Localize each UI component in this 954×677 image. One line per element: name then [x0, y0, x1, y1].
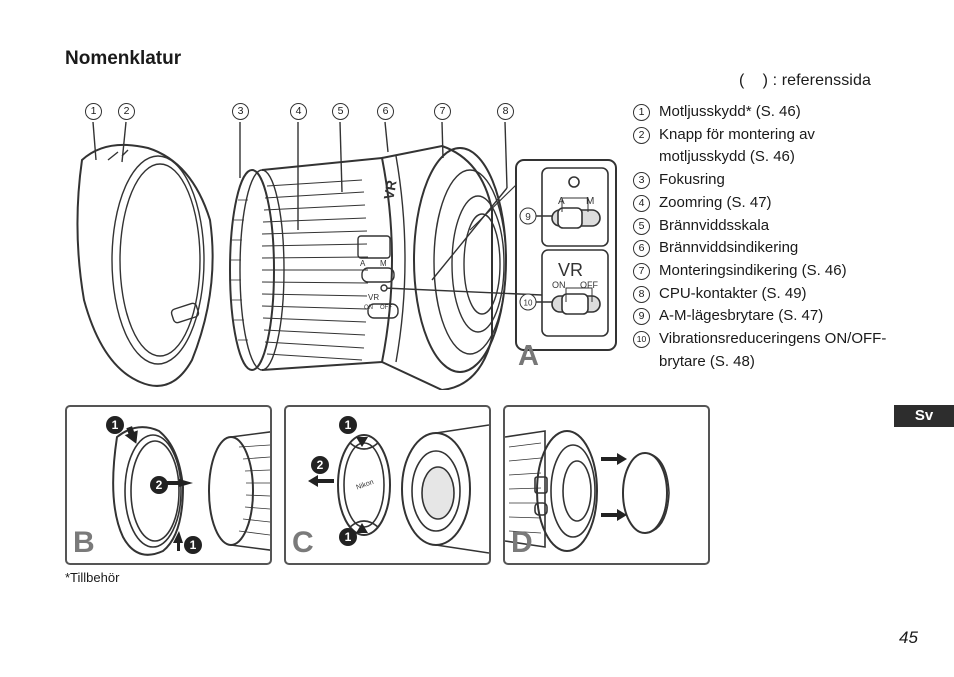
panel-vr-on: ON: [552, 280, 566, 290]
callout-3: 3: [232, 103, 249, 120]
cap-brand: Nikon: [355, 479, 374, 492]
panel-c-step-1a: 1: [345, 418, 352, 432]
barrel-am-m: M: [380, 259, 387, 268]
panel-d-label: D: [511, 526, 533, 559]
legend-text: Brännviddsindikering: [659, 239, 799, 257]
legend-text: Fokusring: [659, 171, 725, 189]
legend-item: 9 A-M-lägesbrytare (S. 47): [633, 305, 893, 328]
barrel-vr-on: ON: [364, 305, 373, 311]
legend-number: 3: [633, 172, 650, 190]
legend-text: Vibrationsreduceringens ON/OFF-brytare (…: [659, 330, 887, 370]
figure-a-callouts: 1 2 3 4 5 6 7 8: [0, 103, 540, 123]
legend-item: 4 Zoomring (S. 47): [633, 192, 893, 215]
callout-1: 1: [85, 103, 102, 120]
callout-7: 7: [434, 103, 451, 120]
legend-number: 7: [633, 262, 650, 280]
legend-number: 4: [633, 194, 650, 212]
language-tab: Sv: [894, 405, 954, 427]
legend-item: 10 Vibrationsreduceringens ON/OFF-brytare…: [633, 328, 893, 373]
page-heading: Nomenklatur: [65, 48, 182, 69]
callout-6: 6: [377, 103, 394, 120]
panel-c-step-2: 2: [317, 458, 324, 472]
lens-nomenclature-figure: VR A M VR ON OFF 9 10 A M VR ON OFF: [76, 121, 617, 390]
lens-cap-illustration: 1 2 1 Nikon: [308, 416, 489, 554]
legend-number: 6: [633, 240, 650, 258]
nomenclature-legend: 1 Motljusskydd* (S. 46) 2 Knapp för monter…: [633, 101, 893, 373]
figure-a-label: A: [518, 340, 539, 372]
legend-item: 3 Fokusring: [633, 169, 893, 192]
callout-2: 2: [118, 103, 135, 120]
reference-note: ( ) : referenssida: [739, 72, 871, 90]
legend-number: 8: [633, 285, 650, 303]
page-number: 45: [899, 628, 918, 647]
barrel-vr-title: VR: [368, 293, 379, 302]
footnote: *Tillbehör: [65, 570, 120, 585]
barrel-vr-mark: VR: [380, 179, 399, 201]
panel-am-m: M: [586, 196, 594, 207]
legend-text: Monteringsindikering (S. 46): [659, 261, 847, 279]
legend-text: CPU-kontakter (S. 49): [659, 284, 807, 302]
panel-b-step-2: 2: [156, 478, 163, 492]
legend-text: Motljusskydd* (S. 46): [659, 103, 801, 120]
reference-text: : referenssida: [772, 72, 871, 89]
legend-number: 2: [633, 126, 650, 144]
callout-5: 5: [332, 103, 349, 120]
panel-b-step-1a: 1: [112, 418, 119, 432]
legend-item: 5 Brännviddsskala: [633, 215, 893, 238]
panel-vr-off: OFF: [580, 280, 598, 290]
panel-b-label: B: [73, 526, 95, 559]
legend-number: 5: [633, 217, 650, 235]
legend-item: 2 Knapp för montering av motljusskydd (S.…: [633, 124, 893, 169]
panel-d: D: [503, 405, 710, 565]
legend-item: 6 Brännviddsindikering: [633, 237, 893, 260]
barrel-vr-off: OFF: [380, 305, 392, 311]
panel-am-a: A: [558, 196, 565, 207]
reference-open-paren: (: [739, 72, 745, 89]
callout-8: 8: [497, 103, 514, 120]
legend-item: 7 Monteringsindikering (S. 46): [633, 260, 893, 283]
legend-item: 8 CPU-kontakter (S. 49): [633, 283, 893, 306]
panel-b-step-1b: 1: [190, 538, 197, 552]
panel-callout-10: 10: [524, 299, 533, 308]
panel-b: 1 2 1 B: [65, 405, 272, 565]
panel-c-label: C: [292, 526, 314, 559]
panel-c-step-1b: 1: [345, 530, 352, 544]
panel-callout-9: 9: [525, 212, 531, 223]
hood-attach-illustration: 1 2 1: [106, 416, 270, 556]
barrel-am-a: A: [360, 259, 366, 268]
panel-vr-title: VR: [558, 260, 583, 280]
legend-text: Knapp för montering av motljusskydd (S. …: [659, 125, 815, 166]
legend-text: A-M-lägesbrytare (S. 47): [659, 307, 824, 325]
reference-close-paren: ): [762, 72, 769, 89]
legend-item: 1 Motljusskydd* (S. 46): [633, 101, 893, 124]
rear-cap-illustration: [505, 430, 670, 552]
legend-text: Zoomring (S. 47): [659, 193, 772, 211]
callout-4: 4: [290, 103, 307, 120]
panel-c: 1 2 1 Nikon C: [284, 405, 491, 565]
legend-text: Brännviddsskala: [659, 216, 770, 234]
legend-number: 1: [633, 104, 650, 121]
legend-number: 9: [633, 308, 650, 326]
legend-number: 10: [633, 331, 650, 349]
